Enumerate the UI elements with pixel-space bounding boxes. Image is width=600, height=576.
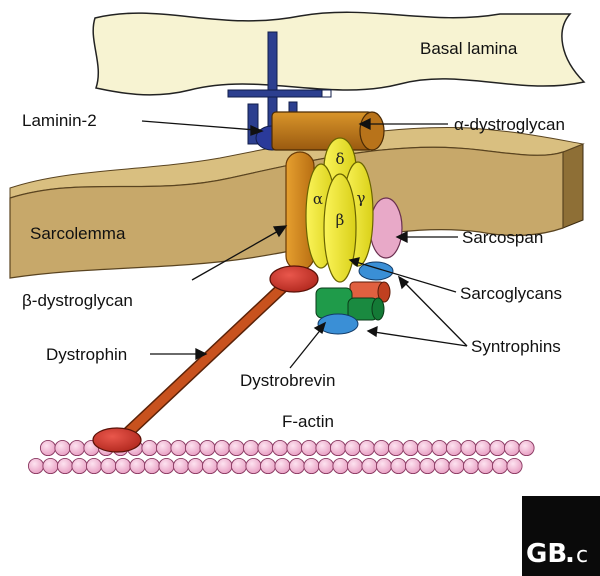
actin-bead	[245, 457, 262, 475]
sarcoglycan-alpha-label: α	[313, 190, 323, 208]
actin-bead	[462, 457, 480, 475]
logo-suffix: c	[576, 543, 588, 568]
sarcolemma-side-face	[562, 143, 584, 229]
dystrobrevin-complex	[315, 281, 391, 321]
actin-bead	[460, 439, 477, 457]
actin-bead	[68, 439, 86, 457]
actin-bead	[114, 457, 132, 475]
actin-bead	[404, 457, 422, 475]
actin-bead	[373, 439, 390, 457]
actin-bead	[286, 439, 303, 457]
actin-bead	[257, 439, 274, 457]
sarcoglycan-gamma-label: γ	[357, 189, 366, 207]
actin-bead	[158, 457, 175, 475]
label-sarcolemma: Sarcolemma	[30, 224, 126, 243]
label-dystrophin: Dystrophin	[46, 345, 127, 364]
dystrophin-rod-fill	[115, 281, 289, 445]
actin-bead	[375, 457, 393, 475]
actin-bead	[42, 457, 59, 475]
syntrophin-lower	[317, 313, 359, 335]
label-syntrophins: Syntrophins	[471, 337, 561, 356]
actin-bead	[445, 439, 463, 457]
actin-bead	[155, 439, 173, 457]
actin-bead	[344, 439, 361, 457]
label-dystrobrevin: Dystrobrevin	[240, 371, 335, 390]
actin-bead	[390, 457, 407, 475]
actin-bead	[170, 439, 187, 457]
actin-bead	[431, 439, 448, 457]
sarcoglycan-complex: δ α β γ	[305, 137, 374, 283]
actin-bead	[303, 457, 320, 475]
actin-bead	[416, 439, 434, 457]
label-beta-dystroglycan: β-dystroglycan	[22, 291, 133, 310]
actin-bead	[448, 457, 465, 475]
syntrophin-upper	[358, 261, 394, 281]
label-sarcospan: Sarcospan	[462, 228, 543, 247]
actin-bead	[172, 457, 190, 475]
actin-bead	[332, 457, 349, 475]
actin-bead	[491, 457, 509, 475]
label-alpha-dystroglycan: α-dystroglycan	[454, 115, 565, 134]
label-laminin-2: Laminin-2	[22, 111, 97, 130]
actin-bead	[346, 457, 364, 475]
actin-bead	[274, 457, 291, 475]
actin-bead	[143, 457, 161, 475]
actin-bead	[216, 457, 233, 475]
actin-bead	[315, 439, 332, 457]
alpha-dystroglycan-cylinder	[271, 111, 385, 151]
actin-bead	[433, 457, 451, 475]
actin-bead	[199, 439, 216, 457]
actin-bead	[213, 439, 231, 457]
logo-dot: .	[565, 539, 575, 569]
actin-bead	[419, 457, 436, 475]
actin-bead	[39, 439, 57, 457]
gb-logo: GB . c	[522, 496, 600, 576]
sarcoglycan-delta-label: δ	[335, 150, 344, 168]
actin-bead	[358, 439, 376, 457]
actin-bead	[300, 439, 318, 457]
sarcoglycan-beta-label: β	[336, 211, 345, 229]
actin-bead	[187, 457, 204, 475]
actin-bead	[27, 457, 45, 475]
actin-bead	[288, 457, 306, 475]
label-basal-lamina: Basal lamina	[420, 39, 518, 58]
dystrophin-n-terminus	[269, 265, 319, 293]
logo-main-text: GB	[526, 539, 567, 569]
sarcoglycan-beta	[323, 173, 357, 283]
actin-bead	[317, 457, 335, 475]
label-f-actin: F-actin	[282, 412, 334, 431]
actin-bead	[361, 457, 378, 475]
actin-bead	[230, 457, 248, 475]
actin-bead	[518, 439, 535, 457]
actin-bead	[503, 439, 521, 457]
actin-bead	[141, 439, 158, 457]
dystrophin-actin-binding-domain	[92, 427, 142, 453]
actin-bead	[201, 457, 219, 475]
actin-bead	[387, 439, 405, 457]
actin-bead	[242, 439, 260, 457]
actin-bead	[259, 457, 277, 475]
actin-bead	[329, 439, 347, 457]
label-sarcoglycans: Sarcoglycans	[460, 284, 562, 303]
f-actin-filament	[27, 439, 535, 475]
actin-bead	[271, 439, 289, 457]
actin-bead	[506, 457, 523, 475]
sarcospan-protein	[369, 197, 403, 259]
actin-bead	[228, 439, 245, 457]
actin-bead	[54, 439, 71, 457]
actin-bead	[477, 457, 494, 475]
actin-bead	[71, 457, 88, 475]
actin-bead	[129, 457, 146, 475]
leader-lines	[141, 117, 468, 369]
basal-lamina-sheet	[92, 11, 586, 96]
actin-bead	[100, 457, 117, 475]
actin-bead	[402, 439, 419, 457]
actin-bead	[85, 457, 103, 475]
actin-bead	[474, 439, 492, 457]
actin-bead	[184, 439, 202, 457]
actin-bead	[489, 439, 506, 457]
actin-bead	[56, 457, 74, 475]
